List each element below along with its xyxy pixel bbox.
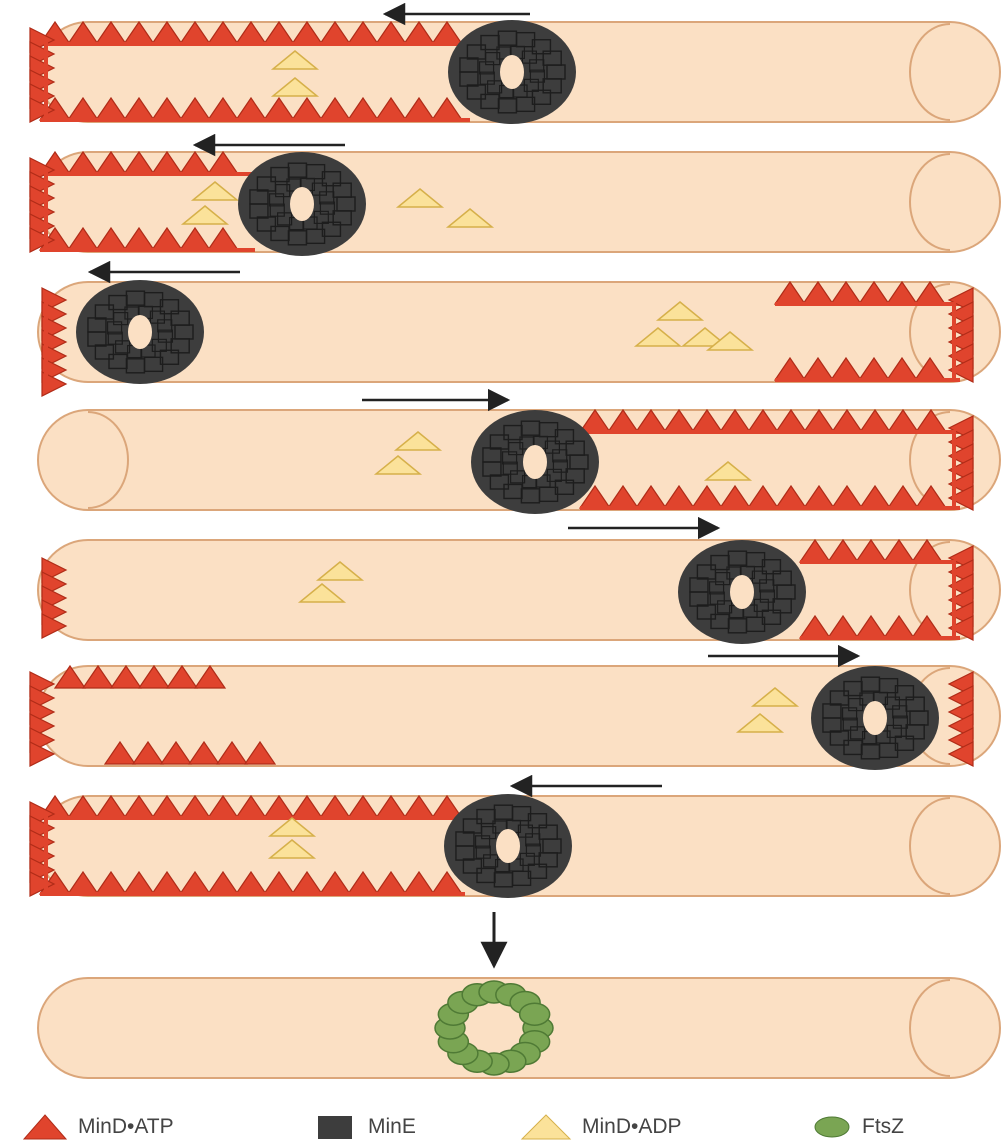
mine-ring-hole bbox=[128, 315, 152, 349]
legend-label-ftsz: FtsZ bbox=[862, 1115, 904, 1139]
mind-atp-line bbox=[952, 560, 956, 638]
mind-atp-line bbox=[40, 816, 465, 820]
mind-atp-line bbox=[952, 302, 956, 380]
mine-ring-hole bbox=[863, 701, 887, 735]
legend-item-ftsz: FtsZ bbox=[812, 1112, 904, 1142]
panel-1 bbox=[30, 14, 1000, 124]
mine-ring bbox=[811, 666, 939, 770]
panel-5 bbox=[38, 528, 1000, 644]
mine-ring bbox=[448, 20, 576, 124]
mind-atp-line bbox=[40, 892, 465, 896]
cell-body bbox=[38, 540, 1000, 640]
ftsz-bead bbox=[520, 1003, 550, 1025]
mine-ring-hole bbox=[500, 55, 524, 89]
mind-atp-line bbox=[44, 300, 48, 380]
mine-ring-hole bbox=[290, 187, 314, 221]
mine-ring bbox=[76, 280, 204, 384]
panel-8 bbox=[38, 978, 1000, 1078]
legend: MinD•ATP MinE MinD•ADP FtsZ bbox=[0, 1112, 1005, 1142]
green-sphere-icon bbox=[812, 1113, 852, 1141]
mind-atp-line bbox=[775, 302, 960, 306]
panel-3 bbox=[38, 272, 1000, 396]
legend-label-mind-adp: MinD•ADP bbox=[582, 1115, 682, 1139]
mind-atp-line bbox=[44, 816, 48, 894]
mine-ring bbox=[444, 794, 572, 898]
mine-ring-hole bbox=[523, 445, 547, 479]
legend-label-mine: MinE bbox=[368, 1115, 416, 1139]
mind-atp-line bbox=[44, 42, 48, 120]
panel-4 bbox=[38, 400, 1000, 514]
mind-atp-line bbox=[800, 560, 960, 564]
mind-atp-line bbox=[40, 42, 470, 46]
panel-2 bbox=[30, 145, 1000, 256]
yellow-triangle-icon bbox=[520, 1113, 572, 1141]
mind-atp-line bbox=[800, 636, 960, 640]
red-triangle-icon bbox=[22, 1113, 68, 1141]
cell-body bbox=[38, 152, 1000, 252]
mine-ring-hole bbox=[730, 575, 754, 609]
mine-ring bbox=[238, 152, 366, 256]
legend-item-mine: MinE bbox=[312, 1112, 416, 1142]
mind-atp-line bbox=[580, 430, 960, 434]
mind-atp-line bbox=[580, 506, 960, 510]
panel-7 bbox=[30, 786, 1000, 898]
mind-atp-line bbox=[44, 172, 48, 250]
mine-ring bbox=[678, 540, 806, 644]
mind-atp-line bbox=[775, 378, 960, 382]
mind-atp-line bbox=[40, 248, 255, 252]
mine-ring bbox=[471, 410, 599, 514]
legend-label-mind-atp: MinD•ATP bbox=[78, 1115, 174, 1139]
mind-atp-line bbox=[40, 118, 470, 122]
legend-item-mind-atp: MinD•ATP bbox=[22, 1112, 174, 1142]
dark-square-icon bbox=[312, 1113, 358, 1141]
mind-atp-line bbox=[952, 430, 956, 508]
mine-ring-hole bbox=[496, 829, 520, 863]
legend-item-mind-adp: MinD•ADP bbox=[520, 1112, 682, 1142]
diagram-canvas bbox=[0, 0, 1005, 1110]
mind-atp-line bbox=[40, 172, 255, 176]
panel-6 bbox=[30, 656, 1000, 770]
